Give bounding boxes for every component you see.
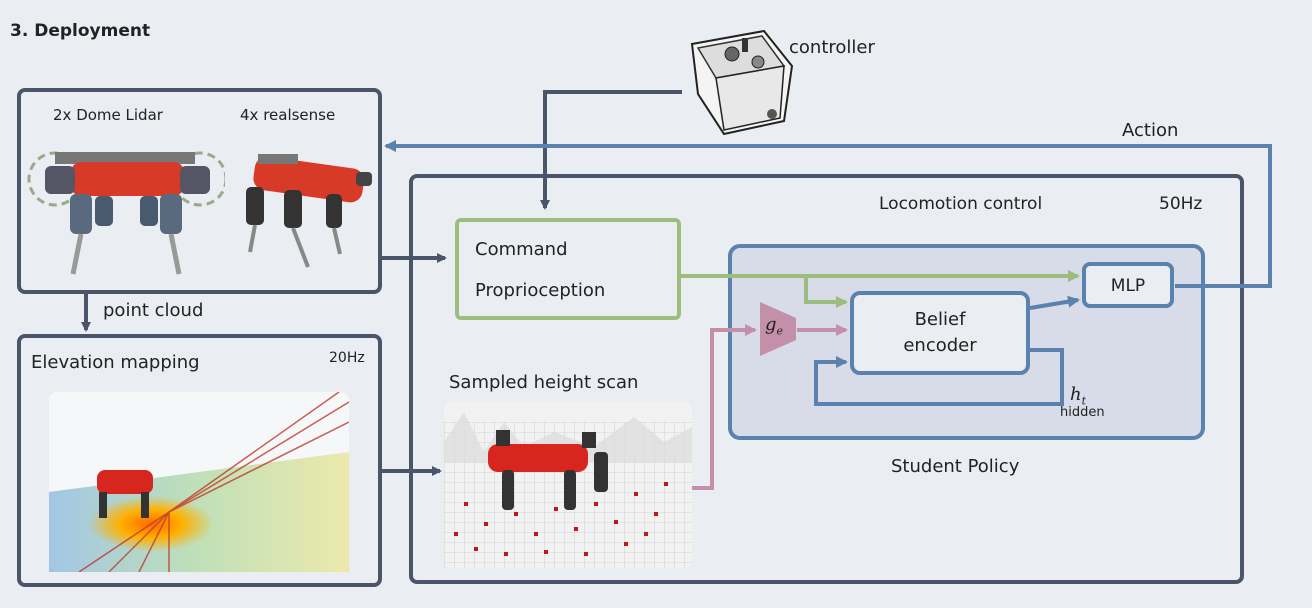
- height-scan-label: Sampled height scan: [449, 372, 639, 393]
- controller-arrow: [540, 90, 682, 210]
- lidar-label: 2x Dome Lidar: [53, 106, 163, 124]
- encoder-ge-label: ge: [765, 314, 784, 338]
- sensor-box: 2x Dome Lidar 4x realsense: [17, 88, 382, 294]
- locomotion-control-box: Locomotion control 50Hz: [409, 174, 1244, 584]
- lidar-robot-image: [27, 151, 225, 275]
- elevation-mapping-box: Elevation mapping 20Hz: [17, 334, 382, 587]
- encoder-ge-shape: [760, 302, 796, 356]
- proprio-to-belief-arrow: [804, 276, 848, 308]
- hidden-loop: [814, 348, 1064, 406]
- elevation-title: Elevation mapping: [31, 352, 200, 373]
- belief-label: Belief: [914, 309, 966, 330]
- command-proprioception-box: Command Proprioception: [455, 218, 681, 320]
- hidden-label: hidden: [1060, 405, 1105, 420]
- mlp-label: MLP: [1110, 276, 1146, 296]
- height-scan-image: [444, 402, 692, 568]
- mlp-box: MLP: [1082, 262, 1174, 308]
- elevation-map-image: [49, 392, 349, 572]
- student-policy-label: Student Policy: [891, 456, 1020, 477]
- realsense-label: 4x realsense: [240, 106, 336, 124]
- hidden-state-symbol: ht: [1070, 384, 1087, 408]
- encoder-label: encoder: [903, 335, 977, 356]
- point-cloud-label: point cloud: [103, 300, 204, 321]
- controller-label: controller: [789, 37, 875, 58]
- belief-encoder-box: Belief encoder: [850, 291, 1030, 375]
- action-arrow: [384, 140, 1272, 288]
- action-label: Action: [1122, 120, 1179, 141]
- proprioception-label: Proprioception: [475, 280, 606, 301]
- controller-image: [690, 29, 794, 136]
- belief-to-mlp-arrow: [1029, 295, 1080, 310]
- locomotion-title: Locomotion control: [879, 194, 1043, 214]
- section-title: 3. Deployment: [10, 21, 151, 41]
- scan-to-ge-arrow: [692, 324, 757, 490]
- elevation-rate: 20Hz: [329, 350, 365, 366]
- command-label: Command: [475, 239, 568, 260]
- locomotion-rate: 50Hz: [1159, 194, 1203, 214]
- realsense-robot-image: [246, 154, 372, 268]
